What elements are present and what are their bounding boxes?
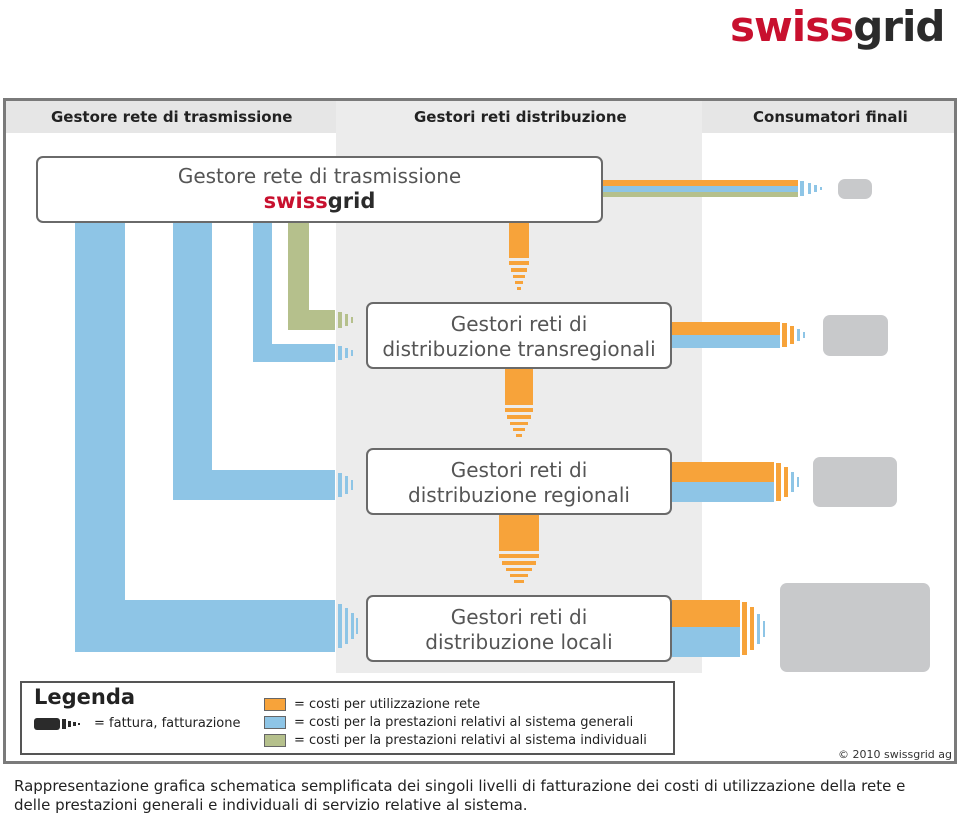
logo-swiss-text: swiss (730, 2, 854, 51)
arrow-tail-local (330, 600, 358, 652)
copyright-notice: © 2010 swissgrid ag (838, 748, 952, 761)
legend-label-general: = costi per la prestazioni relativi al s… (294, 715, 634, 730)
tso-box-title: Gestore rete di trasmissione (177, 164, 462, 188)
arrow-tso-to-consumer (603, 180, 822, 197)
tso-box: Gestore rete di trasmissione swissgrid (36, 156, 603, 223)
arrow-local-to-consumer (672, 600, 765, 657)
column-header-transmission: Gestore rete di trasmissione (51, 108, 293, 126)
tso-box-brand: swissgrid (38, 189, 601, 214)
consumer-block-local (780, 583, 930, 672)
legend-label-network: = costi per utilizzazione rete (294, 697, 481, 712)
consumer-block-tso (838, 179, 872, 199)
arrow-tail-transregional-individual (330, 310, 353, 330)
local-line2: distribuzione locali (425, 630, 613, 654)
column-header-consumers: Consumatori finali (753, 108, 908, 126)
legend-label-individual: = costi per la prestazioni relativi al s… (294, 733, 647, 748)
column-header-distribution: Gestori reti distribuzione (414, 108, 627, 126)
pipe-tso-to-transregional-general (253, 222, 330, 362)
arrow-down-tso-to-transregional (509, 222, 529, 290)
local-line1: Gestori reti di (450, 605, 588, 629)
billing-flow-diagram (75, 180, 822, 657)
arrow-down-regional-to-local (499, 515, 539, 583)
swissgrid-logo: swissgrid (730, 2, 945, 51)
legend-swatch-individual (264, 734, 286, 747)
legend: Legenda = fattura, fatturazione = costi … (20, 681, 675, 755)
tso-brand-swiss: swiss (263, 189, 328, 213)
arrow-regional-to-consumer (672, 462, 799, 502)
regional-line1: Gestori reti di (450, 458, 588, 482)
regional-dso-box: Gestori reti di distribuzione regionali (366, 448, 672, 515)
invoice-arrow-icon (34, 718, 80, 730)
transregional-dso-box: Gestori reti di distribuzione transregio… (366, 302, 672, 369)
legend-swatch-network (264, 698, 286, 711)
transregional-line2: distribuzione transregionali (382, 337, 656, 361)
tso-brand-grid: grid (327, 189, 376, 213)
consumer-block-transregional (823, 315, 888, 356)
legend-title: Legenda (34, 685, 136, 709)
local-dso-box: Gestori reti di distribuzione locali (366, 595, 672, 662)
arrow-transregional-to-consumer (672, 322, 805, 348)
arrow-down-transregional-to-regional (505, 369, 533, 437)
transregional-line1: Gestori reti di (450, 312, 588, 336)
arrow-tail-regional (330, 470, 353, 500)
logo-grid-text: grid (853, 2, 945, 51)
pipe-tso-to-regional (173, 222, 330, 500)
figure-caption: Rappresentazione grafica schematica semp… (14, 777, 906, 814)
consumer-block-regional (813, 457, 897, 507)
arrow-tail-transregional-general (330, 344, 353, 362)
pipe-tso-to-transregional-individual (288, 222, 330, 330)
regional-line2: distribuzione regionali (408, 483, 630, 507)
pipe-tso-to-local (75, 222, 330, 652)
legend-invoice-label: = fattura, fatturazione (94, 716, 241, 731)
legend-swatch-general (264, 716, 286, 729)
